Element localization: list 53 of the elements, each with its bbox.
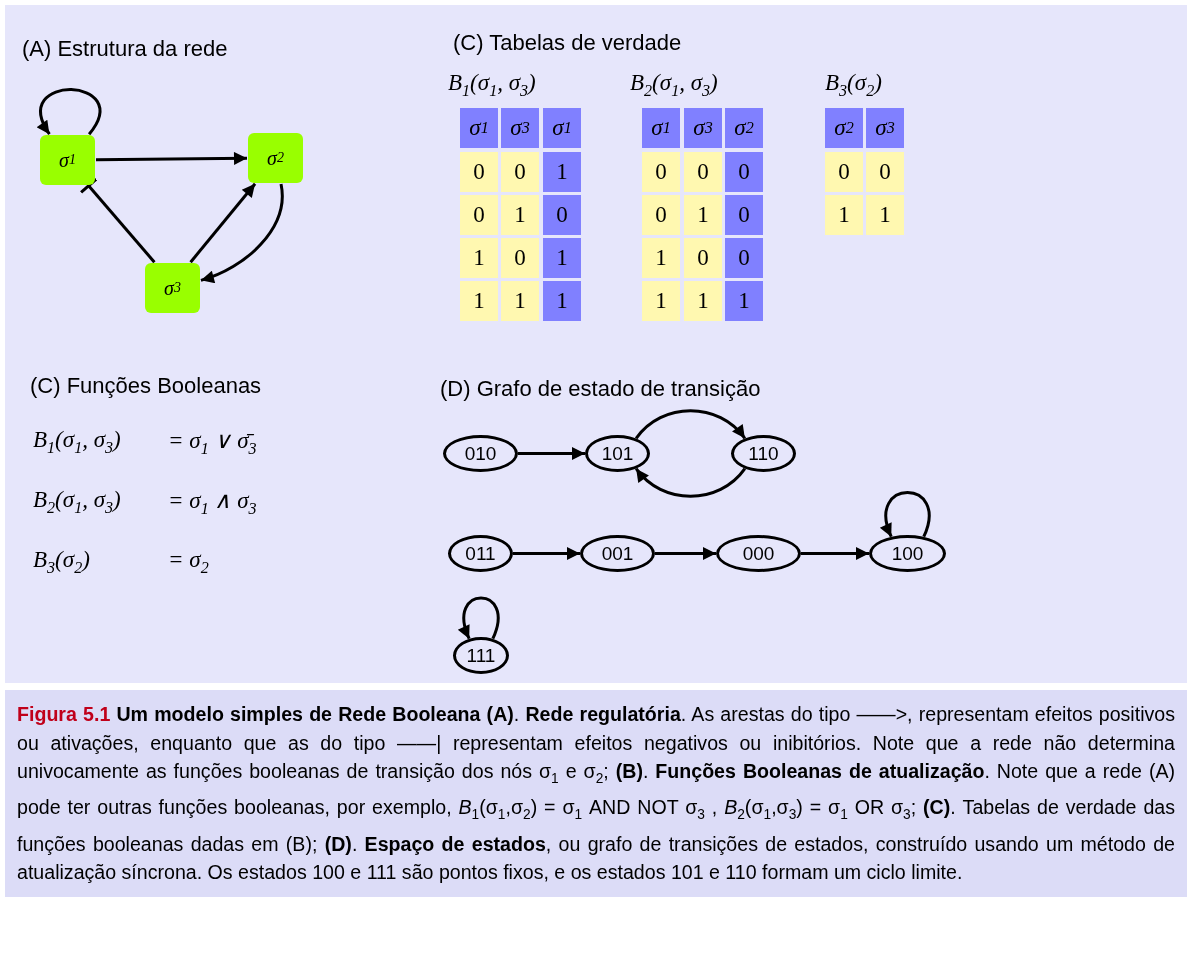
panel-heading: (A) Estrutura da rede (22, 36, 228, 62)
arrow (189, 182, 257, 264)
arrow (513, 547, 580, 560)
table-value: 1 (684, 195, 722, 235)
table-value: 1 (866, 195, 904, 235)
self-loop-arrow (458, 596, 500, 640)
function-expression: = σ$_{1}$ ∨ σ̄$_{3}$ (168, 427, 257, 458)
table-value: 1 (642, 281, 680, 321)
table-value: 0 (725, 238, 763, 278)
table-value: 0 (642, 195, 680, 235)
arrow (801, 547, 869, 560)
table-title: B$_{3}$(σ$_{2}$) (825, 70, 882, 100)
table-value: 1 (825, 195, 863, 235)
table-value: 1 (725, 281, 763, 321)
function-name: B$_{1}$(σ$_{1}$, σ$_{3}$) (33, 427, 121, 457)
table-value: 1 (684, 281, 722, 321)
table-value: 1 (642, 238, 680, 278)
arrow (655, 547, 716, 560)
table-title: B$_{1}$(σ$_{1}$, σ$_{3}$) (448, 70, 536, 100)
figure-caption: Figura 5.1 Um modelo simples de Rede Booleana (A). Rede regulatória. As arestas do tipo ——>, representam efeitos positivos ou ativações, enquanto que as do tipo ——| representam efeitos negativos ou inibitórios. Note que a rede não determina univocamente as funções booleanas de transição dos nós σ$_{1}$ e σ$_{2}$; (B). Funções Booleanas de atualização. Note que a rede (A) pode ter outras funções booleanas, por exemplo, B$_{1}$(σ$_{1}$,σ$_{2}$) = σ$_{1}$ AND NOT σ$_{3}$ , B$_{2}$(σ$_{1}$,σ$_{3}$) = σ$_{1}$ OR σ$_{3}$; (C). Tabelas de verdade das funções booleanas dadas em (B); (D). Espaço de estados, ou grafo de transições de estados, construído usando um método de atualização síncrona. Os estados 100 e 111 são pontos fixos, e os estados 101 e 110 formam um ciclo limite. (5, 690, 1187, 897)
table-value: 0 (501, 152, 539, 192)
panel-heading: (C) Funções Booleanas (30, 373, 262, 399)
table-value: 0 (866, 152, 904, 192)
panel-heading: (C) Tabelas de verdade (453, 30, 682, 56)
table-title: B$_{2}$(σ$_{1}$, σ$_{3}$) (630, 70, 718, 100)
function-name: B$_{3}$(σ$_{2}$) (33, 547, 90, 577)
table-value: 0 (642, 152, 680, 192)
table-value: 0 (501, 238, 539, 278)
table-value: 0 (684, 238, 722, 278)
table-value: 0 (825, 152, 863, 192)
arrow (518, 447, 585, 460)
table-value: 1 (543, 238, 581, 278)
table-value: 1 (543, 152, 581, 192)
table-value: 1 (501, 281, 539, 321)
arrow (200, 183, 284, 283)
function-name: B$_{2}$(σ$_{1}$, σ$_{3}$) (33, 487, 121, 517)
table-value: 1 (460, 238, 498, 278)
arrow (635, 467, 746, 498)
table-value: 0 (460, 195, 498, 235)
function-expression: = σ$_{2}$ (168, 547, 209, 577)
arrow (96, 151, 247, 165)
function-expression: = σ$_{1}$ ∧ σ$_{3}$ (168, 487, 257, 518)
table-value: 0 (684, 152, 722, 192)
table-value: 1 (501, 195, 539, 235)
table-value: 0 (460, 152, 498, 192)
panel-heading: (D) Grafo de estado de transição (440, 376, 761, 402)
table-value: 0 (725, 195, 763, 235)
self-loop-arrow (37, 88, 102, 136)
table-value: 1 (460, 281, 498, 321)
arrow (635, 409, 746, 440)
table-value: 0 (543, 195, 581, 235)
table-value: 0 (725, 152, 763, 192)
table-value: 1 (543, 281, 581, 321)
